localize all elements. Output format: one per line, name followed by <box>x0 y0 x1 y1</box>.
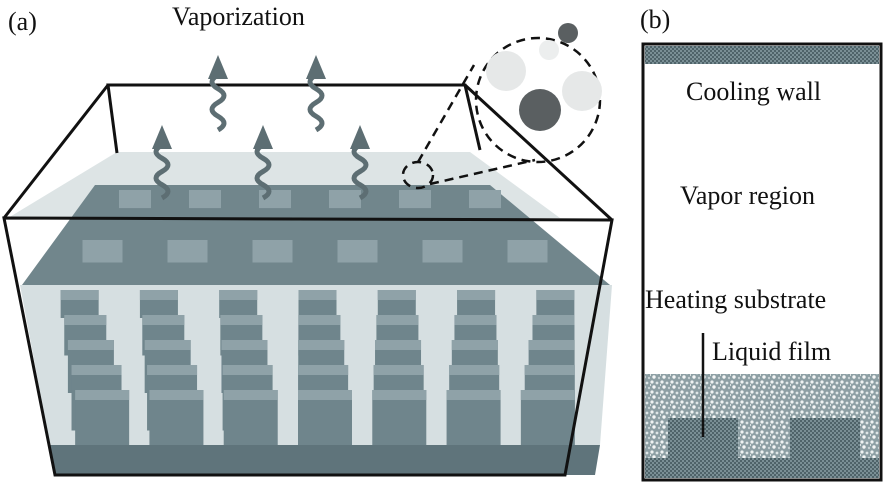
pillar-top <box>449 365 500 375</box>
substrate <box>50 445 600 475</box>
pillar-top <box>149 390 204 400</box>
heating-substrate-label: Heating substrate <box>645 285 826 314</box>
pillar-top <box>60 290 99 300</box>
pillar-top <box>298 365 349 375</box>
pillar-top <box>139 290 178 300</box>
pillar-top <box>532 315 575 325</box>
vapor-arrow-head <box>350 125 370 149</box>
heating-substrate <box>645 418 879 478</box>
pillar <box>329 190 361 209</box>
panel-a-label: (a) <box>8 7 37 36</box>
panel-b-label: (b) <box>640 5 670 34</box>
pillar-top <box>528 340 575 350</box>
pillar-top <box>298 290 337 300</box>
pillar-top <box>298 315 341 325</box>
vapor-arrow-wave <box>209 72 227 133</box>
vapor-arrow-wave <box>307 72 325 133</box>
pillar-top <box>520 390 575 400</box>
pillar-top <box>536 290 575 300</box>
pillar <box>189 190 221 209</box>
molecule-callout <box>401 36 602 190</box>
vapor-arrow-wave <box>254 142 272 201</box>
pillar-top <box>524 365 575 375</box>
pillar <box>167 240 208 263</box>
pillar <box>399 190 431 209</box>
pillar <box>252 240 293 263</box>
pillar-top <box>144 340 191 350</box>
vapor-region-label: Vapor region <box>680 181 815 210</box>
pillar-top <box>142 315 185 325</box>
pillar-top <box>373 365 424 375</box>
pillar-top <box>220 315 263 325</box>
vapor-arrow-wave <box>153 142 171 201</box>
cooling-wall-label: Cooling wall <box>686 77 821 106</box>
pillar-top <box>375 340 422 350</box>
vapor-arrow-head <box>152 125 172 149</box>
liquid-film-label: Liquid film <box>712 337 831 366</box>
cooling-wall <box>645 46 879 64</box>
container-frame <box>2 83 614 477</box>
pillar-top <box>67 340 114 350</box>
pillar-top <box>457 290 496 300</box>
pillar-top <box>451 340 498 350</box>
pillar-top <box>222 365 273 375</box>
pillar-top <box>298 340 345 350</box>
pillar-top <box>221 340 268 350</box>
panel-a: (a) Vaporization <box>2 2 614 477</box>
pillar <box>507 240 548 263</box>
water-molecules <box>486 23 602 131</box>
panel-b: (b) Cooling wall Vapor region Heating su… <box>640 5 883 482</box>
pillar-top <box>376 315 419 325</box>
vapor-arrows <box>152 55 370 201</box>
vaporization-label: Vaporization <box>172 2 305 31</box>
vapor-arrow-wave <box>351 142 369 201</box>
pillar-top <box>298 390 352 400</box>
pillar <box>469 190 501 209</box>
pillar-top <box>223 390 278 400</box>
pillar-top <box>64 315 107 325</box>
vapor-arrow-head <box>253 125 273 149</box>
pillar-top <box>71 365 122 375</box>
vapor-arrow-head <box>306 55 326 79</box>
pillar-top <box>372 390 427 400</box>
top-pillar-row <box>82 190 548 263</box>
pillar-top <box>147 365 198 375</box>
pillar-top <box>219 290 258 300</box>
pillar <box>337 240 378 263</box>
pillar <box>82 240 123 263</box>
pillar <box>422 240 463 263</box>
pillar-top <box>454 315 497 325</box>
pillar-top <box>446 390 501 400</box>
pillar-top <box>75 390 130 400</box>
vapor-arrow-head <box>208 55 228 79</box>
pillar-top <box>377 290 416 300</box>
pillar <box>119 190 151 209</box>
